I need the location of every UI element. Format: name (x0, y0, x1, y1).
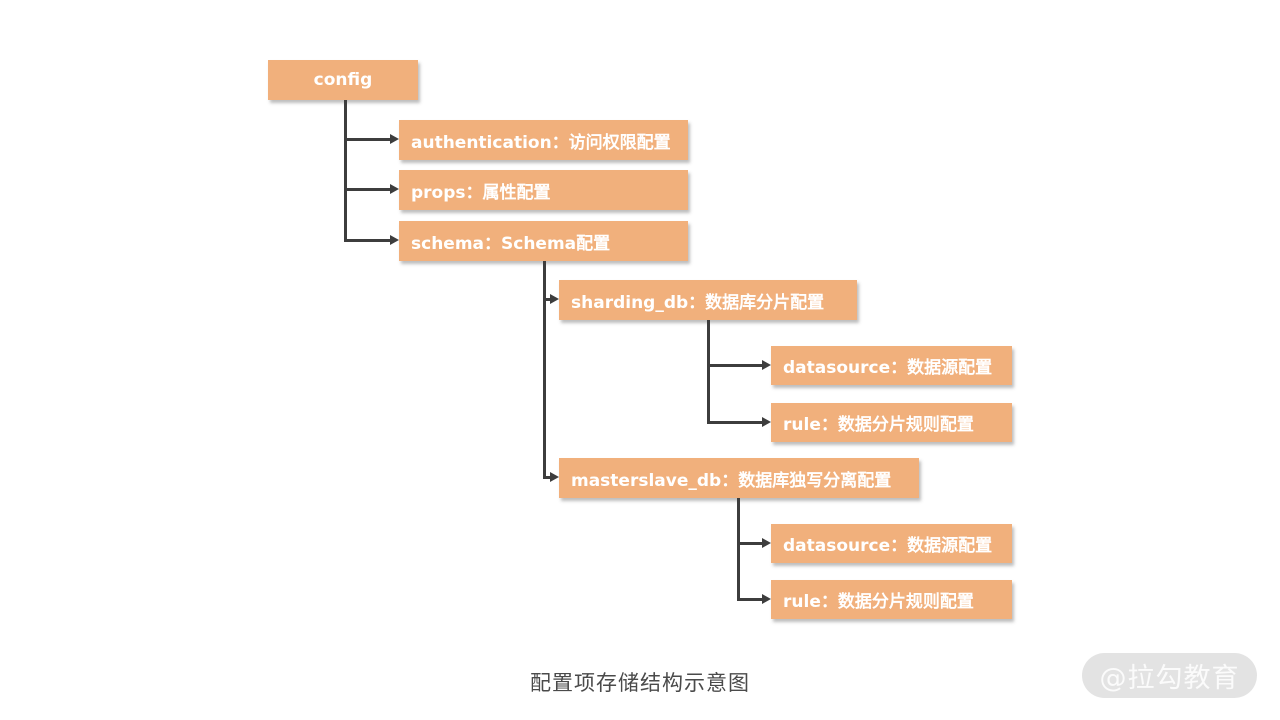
node-config: config (268, 60, 418, 100)
node-sharding-datasource: datasource：数据源配置 (771, 346, 1012, 385)
node-authentication: authentication：访问权限配置 (399, 120, 688, 160)
node-sharding-rule: rule：数据分片规则配置 (771, 403, 1012, 442)
node-props: props：属性配置 (399, 170, 688, 210)
node-masterslave-datasource: datasource：数据源配置 (771, 524, 1012, 563)
node-sharding-db: sharding_db：数据库分片配置 (559, 280, 857, 320)
diagram-caption: 配置项存储结构示意图 (530, 671, 750, 695)
node-masterslave-rule: rule：数据分片规则配置 (771, 580, 1012, 619)
node-masterslave-db: masterslave_db：数据库独写分离配置 (559, 458, 919, 498)
node-schema: schema：Schema配置 (399, 221, 688, 261)
watermark-badge: @拉勾教育 (1082, 653, 1257, 698)
